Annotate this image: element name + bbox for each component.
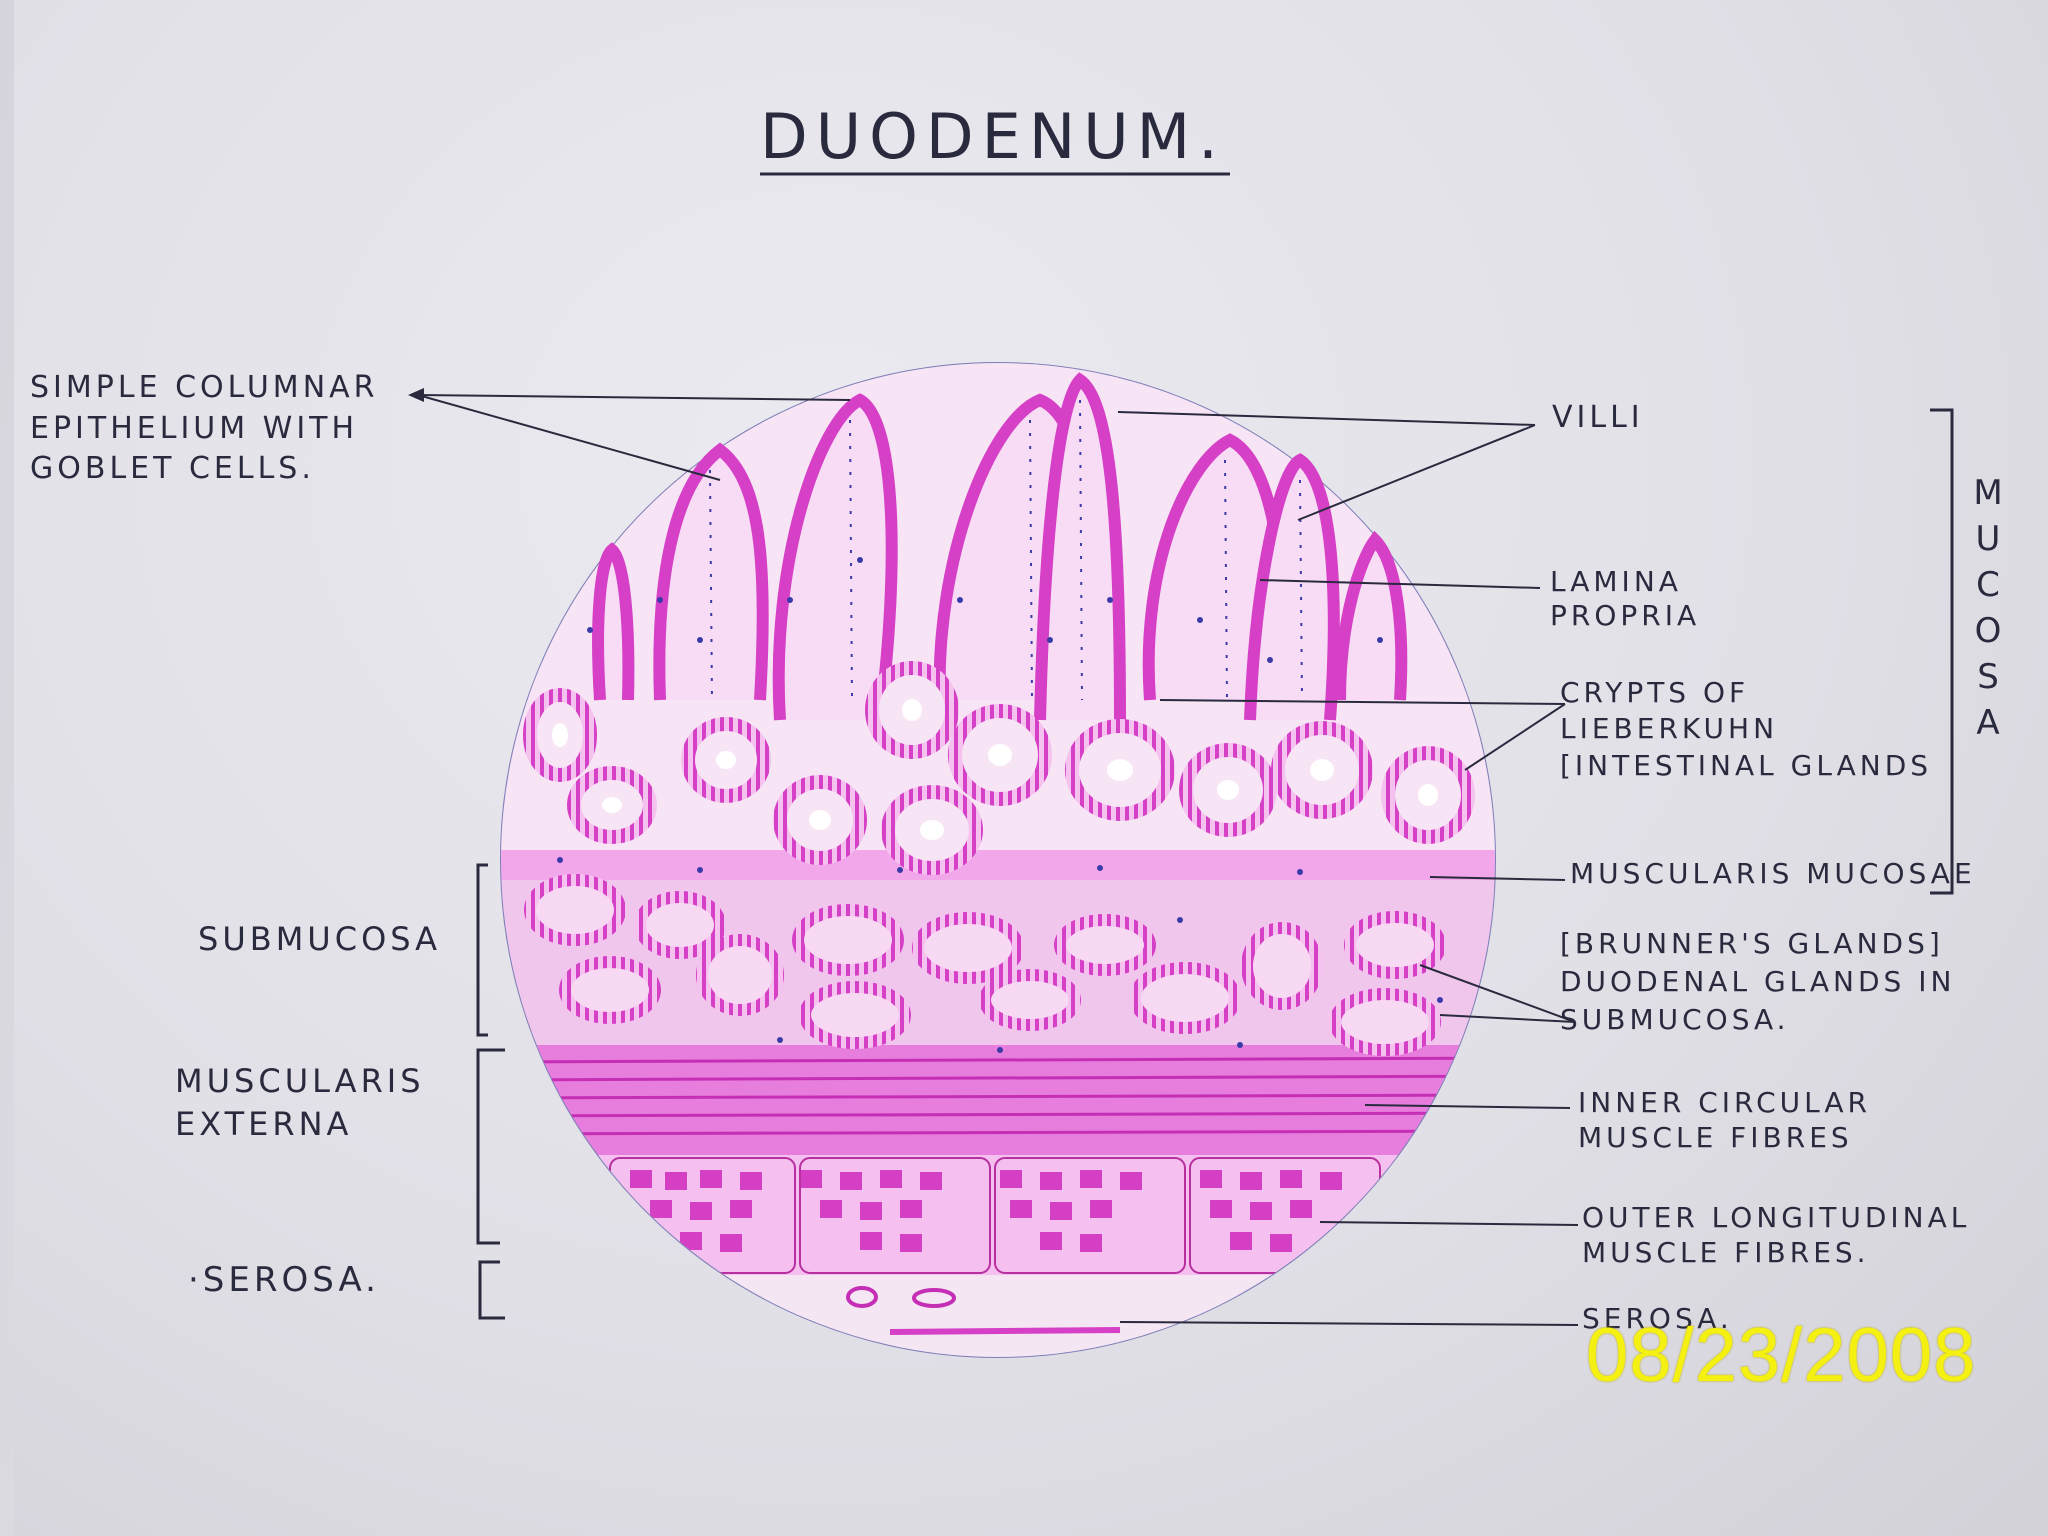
label-muscularis-externa: MUSCULARIS EXTERNA: [175, 1062, 425, 1144]
label-submucosa-left: SUBMUCOSA: [198, 920, 442, 958]
serosa-vessel: [846, 1286, 878, 1308]
label-epithelium: SIMPLE COLUMNAR EPITHELIUM WITH GOBLET C…: [30, 370, 379, 486]
inner-circular-muscle-zone: [501, 1045, 1495, 1155]
brunner-gland: [1344, 911, 1446, 979]
label-mucosa-vertical: MUCOSA: [1973, 473, 2003, 743]
brunner-gland: [979, 969, 1081, 1031]
label-serosa-left: ·SEROSA.: [188, 1260, 380, 1300]
label-brunners-glands: [BRUNNER'S GLANDS] DUODENAL GLANDS IN SU…: [1560, 927, 1956, 1036]
circular-fibre-lines: [501, 1056, 1495, 1136]
diagram-title: DUODENUM.: [760, 100, 1226, 173]
brunner-gland: [634, 891, 726, 959]
label-villi: VILLI: [1552, 400, 1644, 435]
longitudinal-fibre-cells: [630, 1170, 1342, 1252]
villus: [1034, 372, 1126, 721]
serosa-line: [889, 1327, 1121, 1335]
camera-date-stamp: 08/23/2008: [1586, 1313, 1977, 1398]
serosa-zone: [501, 1275, 1495, 1357]
label-lamina-propria: LAMINA PROPRIA: [1550, 565, 1701, 632]
serosa-vessel: [912, 1288, 956, 1308]
brunner-gland: [799, 981, 911, 1049]
left-brackets: [476, 863, 505, 1320]
villus: [772, 393, 898, 721]
brunner-gland: [524, 874, 626, 946]
villus: [1334, 530, 1408, 701]
villi-group: [592, 372, 1408, 721]
brunner-gland: [1241, 922, 1323, 1010]
pointer-lines: [408, 388, 1579, 1326]
brunner-gland: [792, 904, 904, 976]
brunner-gland: [912, 912, 1024, 984]
brunner-gland: [696, 934, 784, 1016]
brunner-gland: [559, 956, 661, 1024]
villus: [1244, 453, 1340, 721]
label-outer-longitudinal: OUTER LONGITUDINAL MUSCLE FIBRES.: [1582, 1201, 1971, 1269]
villi-inner-lines: [709, 399, 1303, 701]
nuclei-dots: [557, 557, 1443, 1053]
mucosa-bracket: [1930, 408, 1954, 895]
villus: [592, 542, 635, 701]
brunner-gland: [1129, 962, 1241, 1034]
label-crypts: CRYPTS OF LIEBERKUHN [INTESTINAL GLANDS: [1560, 676, 1933, 782]
label-inner-circular: INNER CIRCULAR MUSCLE FIBRES: [1578, 1086, 1871, 1154]
section-circle: [500, 362, 1496, 1358]
muscularis-mucosae-band: [501, 850, 1495, 880]
brunners-glands-group: [524, 874, 1446, 1056]
brunner-gland: [1054, 914, 1156, 976]
brunner-gland: [1329, 988, 1441, 1056]
crypt-lumens: [552, 699, 1438, 840]
label-serosa-right: SEROSA.: [1582, 1302, 1733, 1335]
label-muscularis-mucosae: MUSCULARIS MUCOSAE: [1570, 857, 1976, 890]
